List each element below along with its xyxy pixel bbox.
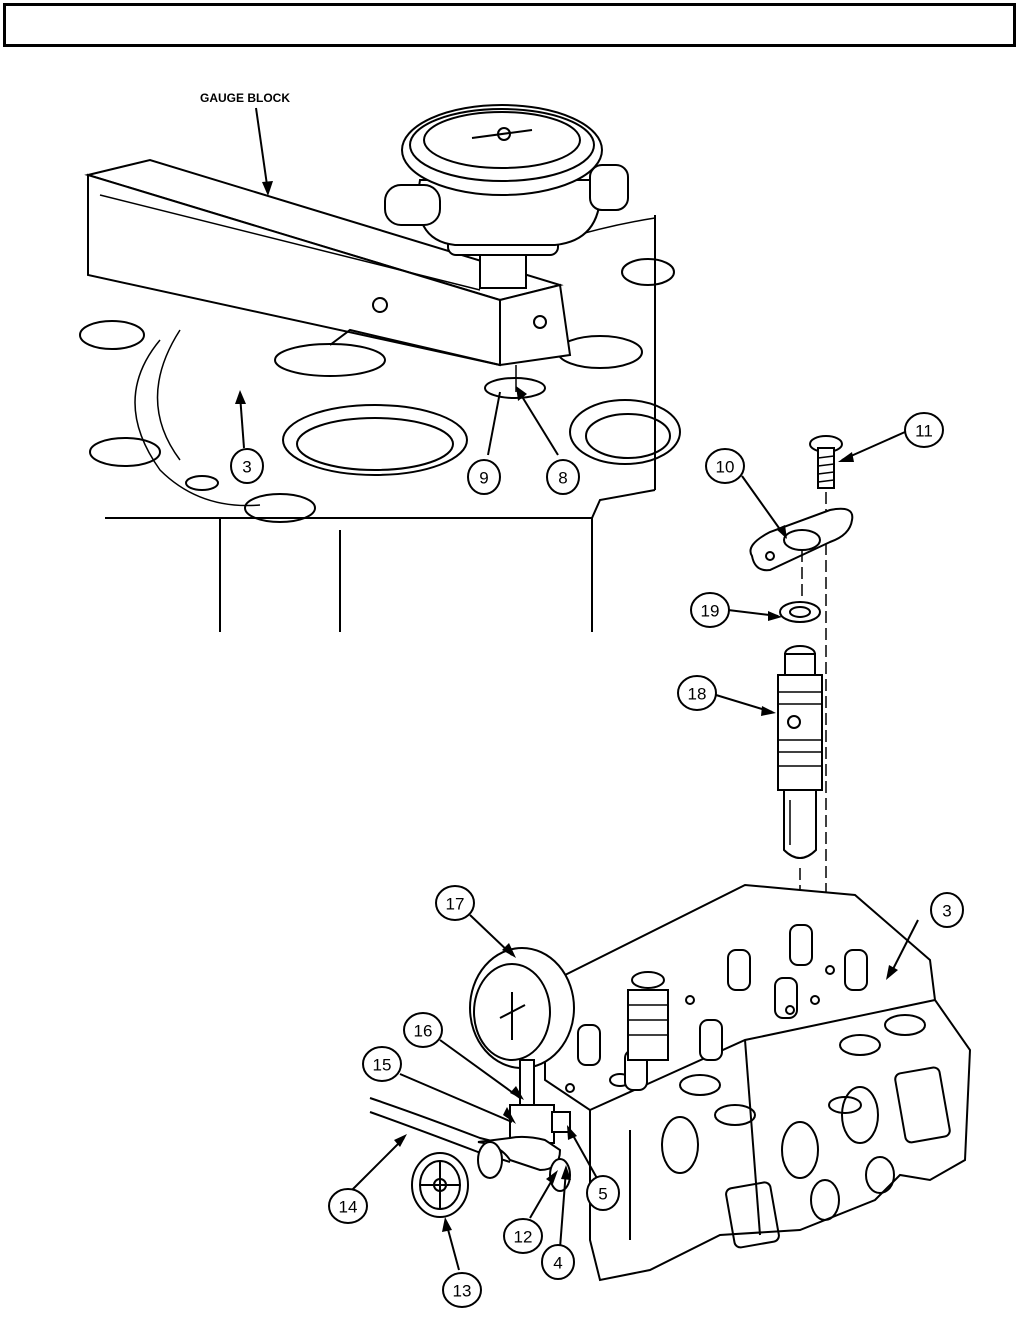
- shutoff-valve-handwheel: [412, 1153, 468, 1217]
- callout-5: 5: [587, 1176, 619, 1210]
- svg-text:17: 17: [446, 895, 465, 914]
- callout-10: 10: [706, 449, 744, 483]
- callout-12: 12: [504, 1219, 542, 1253]
- svg-text:11: 11: [915, 422, 933, 441]
- callout-14: 14: [329, 1189, 367, 1223]
- injector-washer: [780, 602, 820, 622]
- callout-8: 8: [547, 460, 579, 494]
- top-view: GAUGE BLOCK: [80, 91, 680, 632]
- svg-text:10: 10: [716, 458, 735, 477]
- svg-text:15: 15: [373, 1056, 392, 1075]
- injector-bore: [485, 378, 545, 398]
- callout-4: 4: [542, 1245, 574, 1279]
- capscrew: [810, 436, 842, 488]
- svg-text:14: 14: [339, 1198, 358, 1217]
- svg-text:9: 9: [479, 469, 488, 488]
- svg-text:3: 3: [242, 458, 251, 477]
- gauge-block-label: GAUGE BLOCK: [200, 91, 290, 105]
- svg-text:13: 13: [453, 1282, 472, 1301]
- callout-16: 16: [404, 1013, 442, 1047]
- svg-text:12: 12: [514, 1228, 533, 1247]
- fuel-injector: [778, 646, 822, 858]
- callout-3-top: 3: [231, 449, 263, 483]
- svg-text:16: 16: [414, 1022, 433, 1041]
- svg-text:5: 5: [598, 1185, 607, 1204]
- cylinder-head-assembly: [352, 885, 970, 1280]
- head-hole: [186, 476, 218, 490]
- svg-text:8: 8: [558, 469, 567, 488]
- callout-17: 17: [436, 886, 474, 920]
- svg-text:3: 3: [942, 902, 951, 921]
- svg-text:18: 18: [688, 685, 707, 704]
- valve-bore: [283, 405, 467, 475]
- callout-11: 11: [905, 413, 943, 447]
- callout-19: 19: [691, 593, 729, 627]
- head-hole: [80, 321, 144, 349]
- svg-text:4: 4: [553, 1254, 562, 1273]
- callout-18: 18: [678, 676, 716, 710]
- callout-13: 13: [443, 1273, 481, 1307]
- callout-3-bottom: 3: [931, 893, 963, 927]
- svg-text:19: 19: [701, 602, 720, 621]
- callout-9: 9: [468, 460, 500, 494]
- callout-15: 15: [363, 1047, 401, 1081]
